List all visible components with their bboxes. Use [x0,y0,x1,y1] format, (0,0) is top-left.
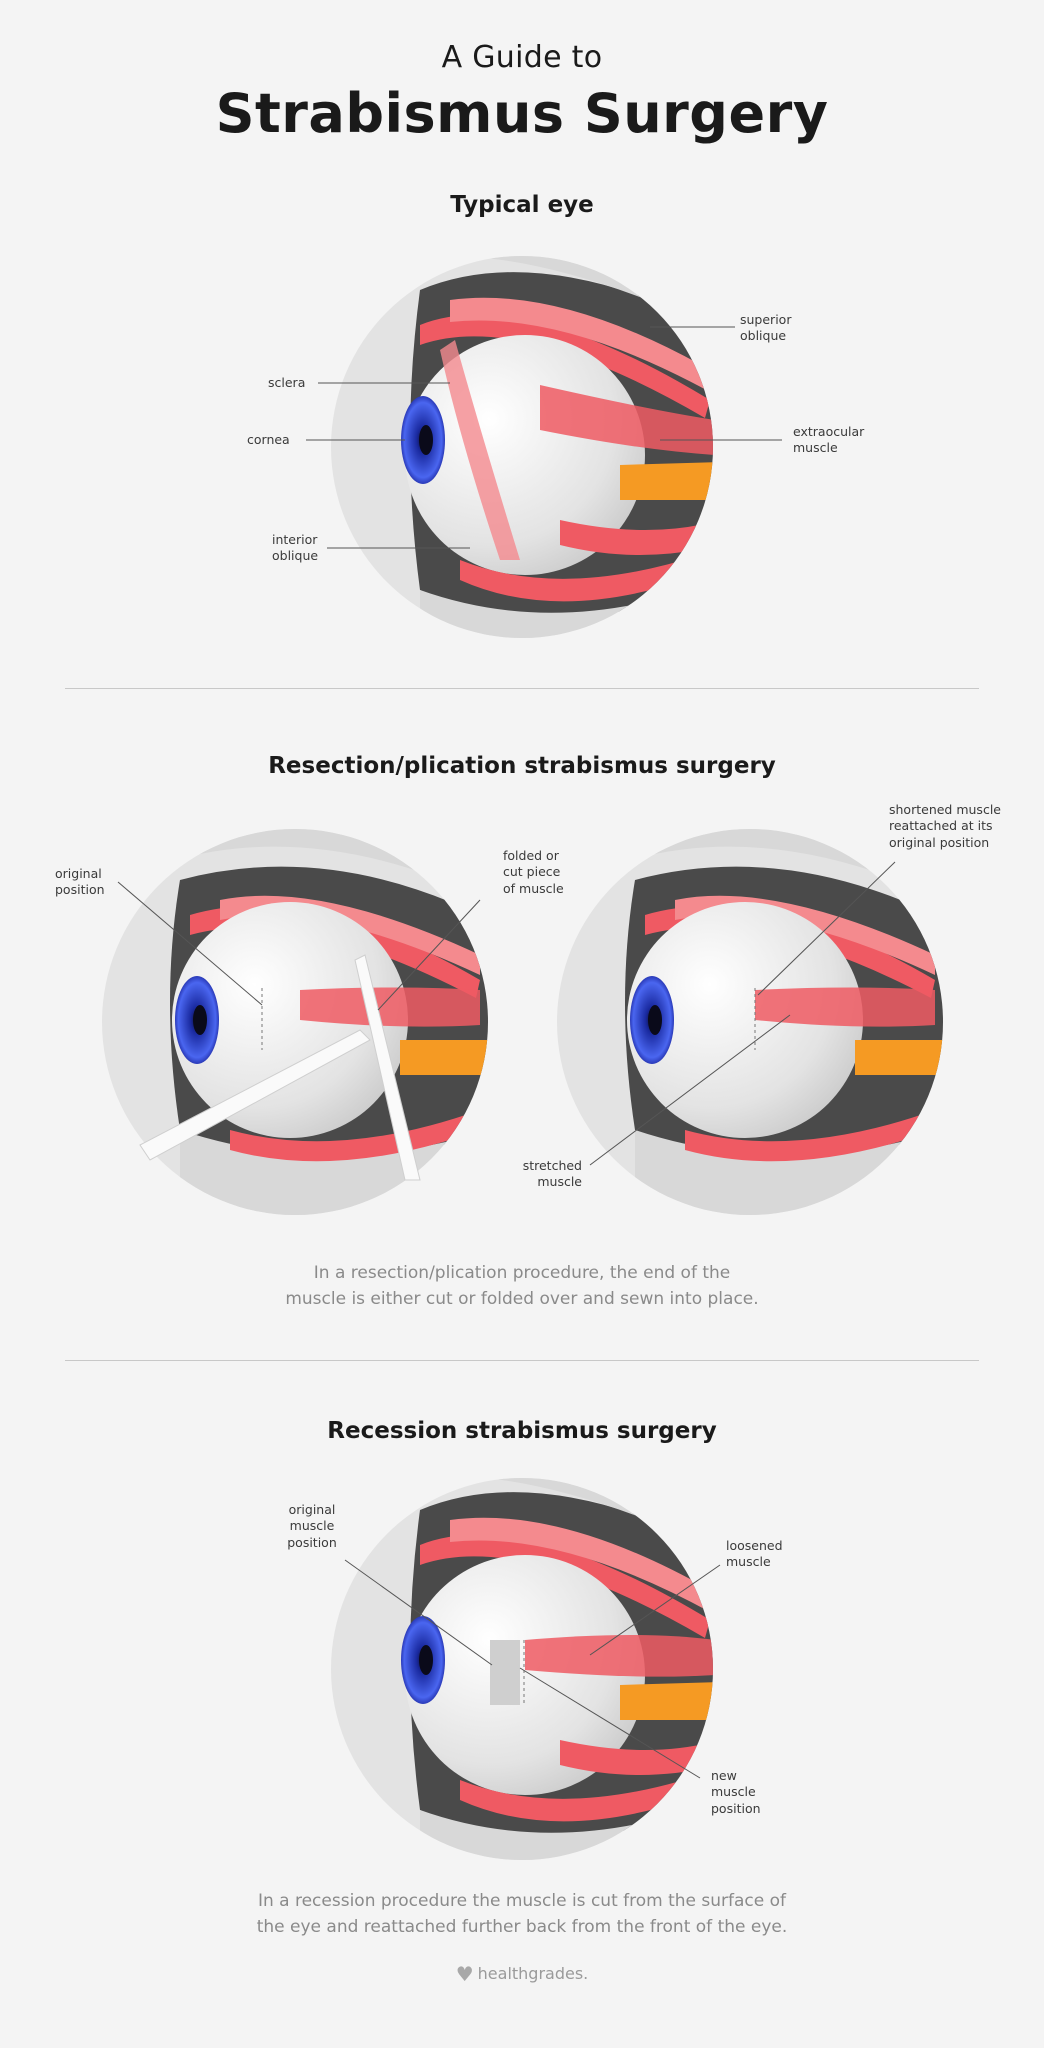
original-position-mark [490,1640,520,1705]
resection-heading: Resection/plication strabismus surgery [268,753,776,779]
interior-oblique-muscle [460,555,700,602]
page-title: Strabismus Surgery [215,82,829,145]
label-sclera: sclera [268,375,306,390]
recession-heading: Recession strabismus surgery [327,1418,717,1444]
recession-caption: In a recession procedure the muscle is c… [256,1891,788,1938]
typical-eye-illustration [306,256,782,638]
orange-muscle [620,462,713,500]
recession-illustration [331,1478,721,1860]
forceps-right [354,954,421,1181]
resection-caption: In a resection/plication procedure, the … [285,1263,759,1310]
extraocular-muscle [540,385,713,455]
logo-text: healthgrades. [477,1964,589,1983]
label-cornea: cornea [247,432,290,447]
section-divider-2 [65,1360,979,1361]
guide-subtitle: A Guide to [441,40,603,75]
forceps-left [139,1029,371,1161]
heart-logo-icon: ♥ [455,1962,474,1986]
section-divider-1 [65,688,979,689]
superior-oblique-muscle [420,314,710,418]
healthgrades-logo: ♥healthgrades. [0,1962,1044,1986]
resection-illustrations [102,829,943,1215]
typical-eye-heading: Typical eye [450,192,594,218]
